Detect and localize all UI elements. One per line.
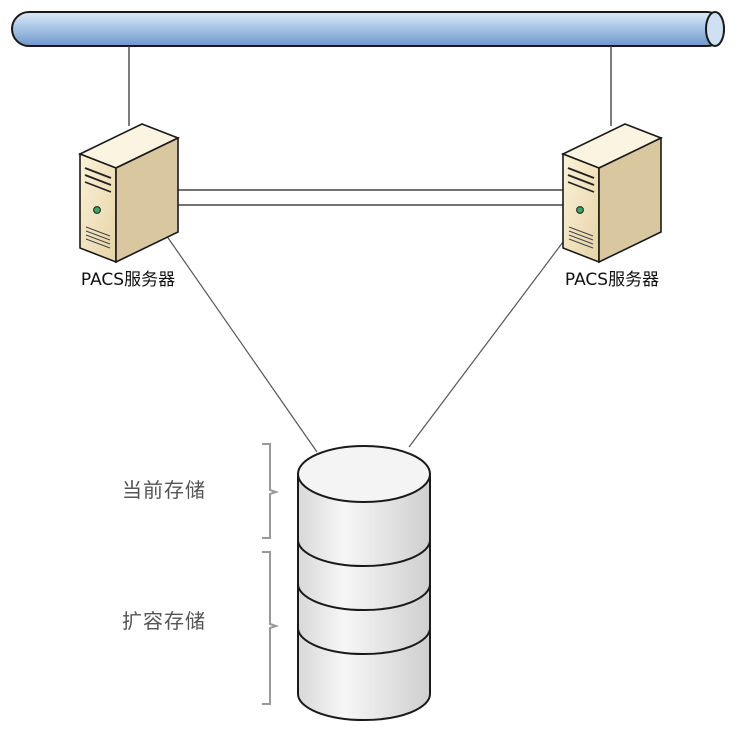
server-storage-link-right	[408, 221, 579, 448]
expansion-storage-label: 扩容存储	[122, 609, 206, 633]
current-storage-bracket	[262, 443, 280, 539]
server-label-left: PACS服务器	[81, 270, 175, 290]
server-tower-icon	[79, 123, 179, 263]
network-bus	[11, 11, 725, 47]
current-storage-label: 当前存储	[122, 478, 206, 502]
server-tower-icon	[562, 123, 662, 263]
database-cylinder-icon	[297, 445, 431, 721]
pacs-server-right: PACS服务器	[562, 123, 662, 290]
server-interconnect	[178, 189, 566, 206]
pacs-server-left: PACS服务器	[79, 123, 179, 290]
server-label-right: PACS服务器	[565, 270, 659, 290]
expansion-storage-bracket	[262, 551, 280, 705]
server-storage-link-left	[156, 221, 318, 453]
